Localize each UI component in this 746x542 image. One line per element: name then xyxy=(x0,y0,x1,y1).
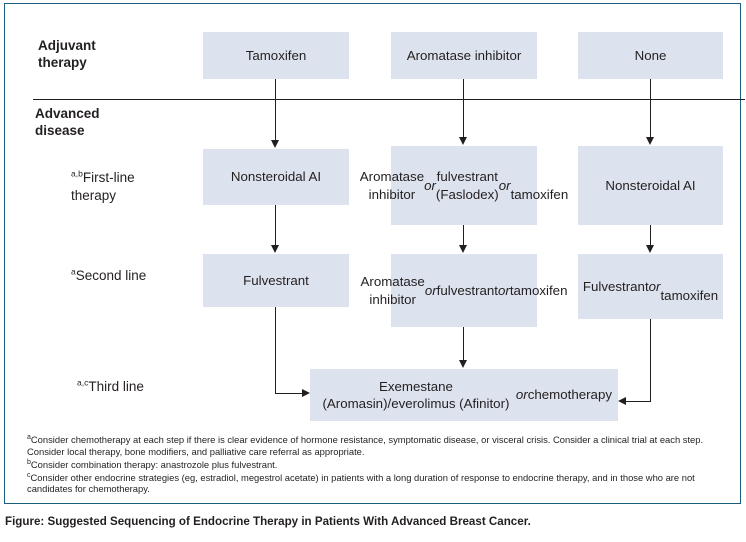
arrowhead-col2-firstline xyxy=(459,137,467,145)
connector-col1-secondline-down xyxy=(275,307,276,393)
connector-col3-secondline-down xyxy=(650,319,651,401)
arrowhead-col3-firstline xyxy=(646,137,654,145)
section-divider xyxy=(33,99,745,100)
stage-label-third-line: a,cThird line xyxy=(77,360,197,396)
footnote-c: cConsider other endocrine strategies (eg… xyxy=(27,472,733,495)
arrowhead-col2-secondline xyxy=(459,245,467,253)
stage-label-second-line-text: Second line xyxy=(75,268,147,283)
connector-col1-firstline-to-secondline xyxy=(275,205,276,246)
connector-col1-secondline-right xyxy=(275,393,302,394)
row-label-advanced-disease: Advanced disease xyxy=(35,106,100,138)
connector-col2-adjuvant-to-firstline xyxy=(463,79,464,138)
stage-label-first-line: a,bFirst-line therapy xyxy=(71,151,191,205)
connector-col2-secondline-to-thirdline xyxy=(463,327,464,360)
arrowhead-col3-secondline xyxy=(646,245,654,253)
footnote-b-marker: b xyxy=(27,458,31,466)
footnote-c-marker: c xyxy=(27,471,31,479)
footnote-a-marker: a xyxy=(27,433,31,441)
box-firstline-nonsteroidal-ai-col3: Nonsteroidal AI xyxy=(578,146,723,225)
box-adjuvant-none: None xyxy=(578,32,723,79)
connector-col3-firstline-to-secondline xyxy=(650,225,651,246)
footnote-marker-ac: a,c xyxy=(77,377,89,388)
connector-col3-adjuvant-to-firstline xyxy=(650,79,651,138)
arrowhead-thirdline-left xyxy=(302,389,310,397)
arrowhead-thirdline-top xyxy=(459,360,467,368)
arrowhead-thirdline-right xyxy=(618,397,626,405)
connector-col3-secondline-left xyxy=(626,401,651,402)
arrowhead-col1-firstline xyxy=(271,140,279,148)
box-firstline-nonsteroidal-ai: Nonsteroidal AI xyxy=(203,149,349,205)
figure-caption: Figure: Suggested Sequencing of Endocrin… xyxy=(5,515,531,528)
arrowhead-col1-secondline xyxy=(271,245,279,253)
connector-col1-adjuvant-to-firstline xyxy=(275,79,276,141)
box-adjuvant-aromatase-inhibitor: Aromatase inhibitor xyxy=(391,32,537,79)
footnotes: aConsider chemotherapy at each step if t… xyxy=(27,434,733,496)
connector-col2-firstline-to-secondline xyxy=(463,225,464,246)
footnote-a-text: Consider chemotherapy at each step if th… xyxy=(27,434,704,457)
stage-label-second-line: aSecond line xyxy=(71,249,191,285)
footnote-c-text: Consider other endocrine strategies (eg,… xyxy=(27,471,695,495)
footnote-marker-ab: a,b xyxy=(71,168,83,179)
box-adjuvant-tamoxifen: Tamoxifen xyxy=(203,32,349,79)
box-thirdline-exemestane-everolimus-or-chemotherapy: Exemestane (Aromasin)/everolimus (Afinit… xyxy=(310,369,618,421)
stage-label-third-line-text: Third line xyxy=(88,379,144,394)
footnote-a: aConsider chemotherapy at each step if t… xyxy=(27,434,733,457)
stage-label-first-line-text: First-line therapy xyxy=(71,170,135,203)
box-secondline-fulvestrant: Fulvestrant xyxy=(203,254,349,307)
footnote-marker-a: a xyxy=(71,266,76,277)
footnote-b: bConsider combination therapy: anastrozo… xyxy=(27,459,733,471)
row-label-adjuvant-therapy: Adjuvant therapy xyxy=(38,38,96,70)
footnote-b-text: Consider combination therapy: anastrozol… xyxy=(30,458,278,470)
figure-panel: Adjuvant therapy Advanced disease a,bFir… xyxy=(4,3,745,504)
